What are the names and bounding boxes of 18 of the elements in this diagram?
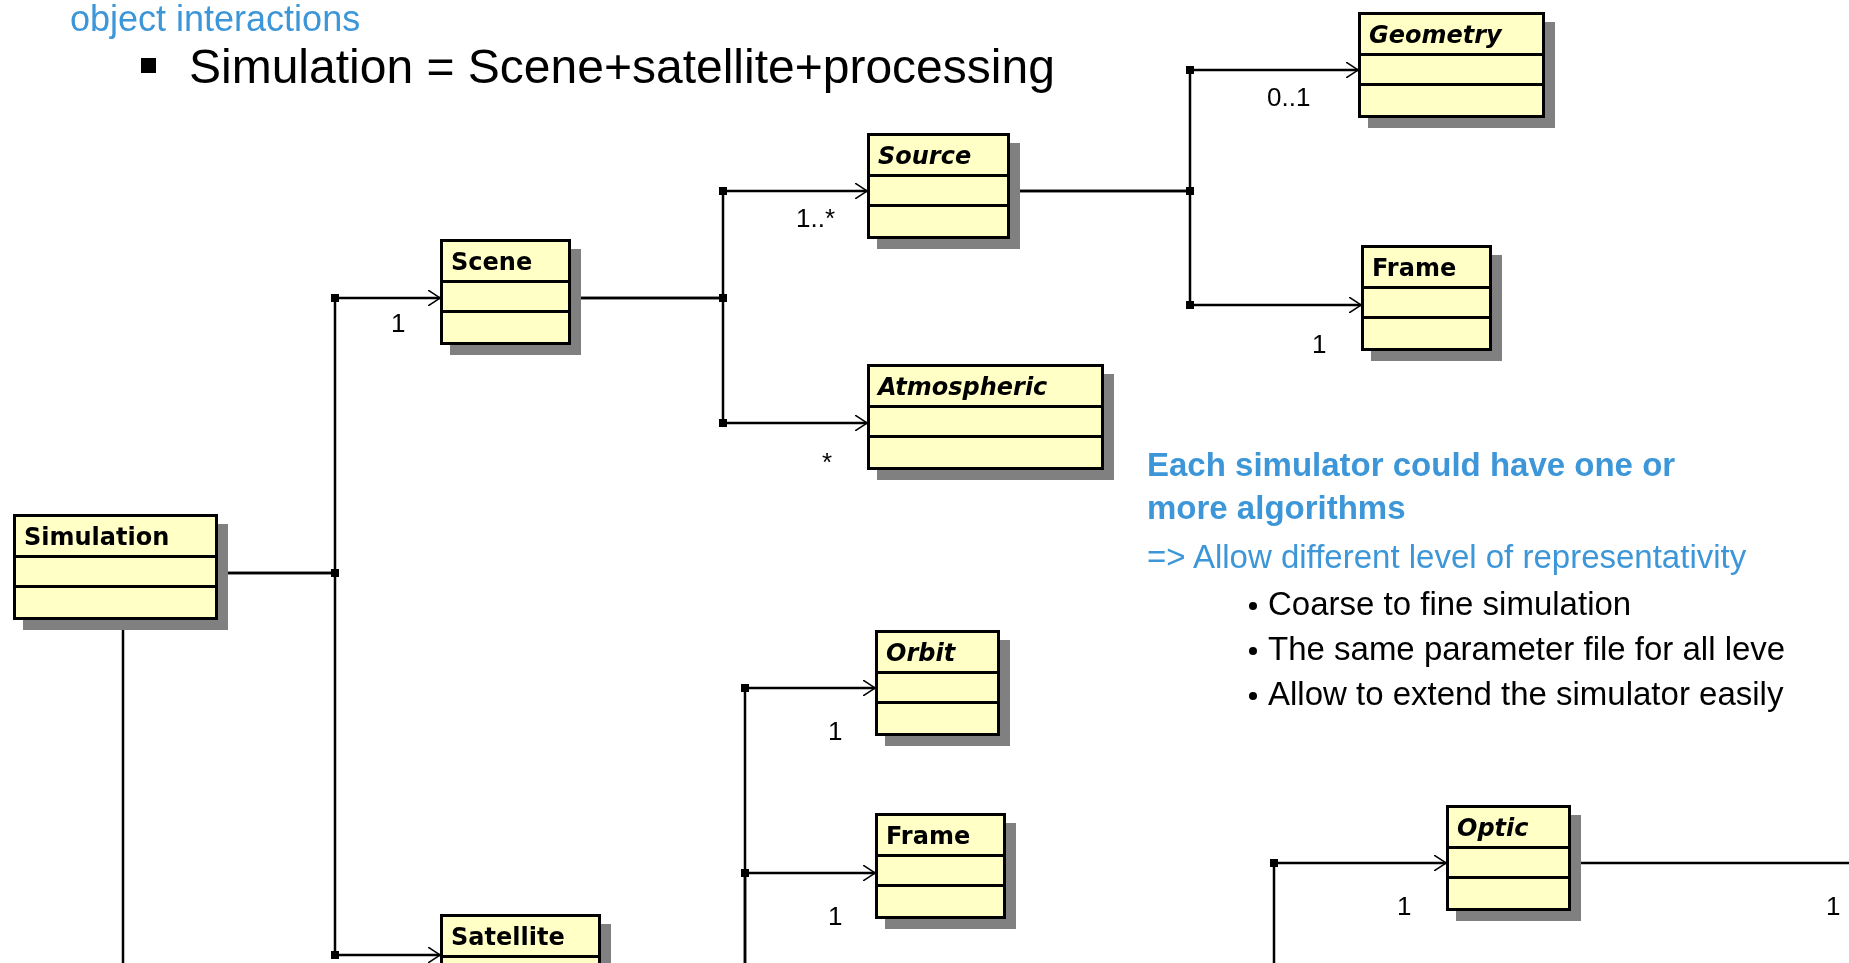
class-name: Frame: [885, 821, 972, 852]
class-name: Orbit: [885, 638, 957, 669]
slide-title: object interactions: [70, 0, 361, 40]
class-name: Optic: [1456, 813, 1530, 844]
class-name: Frame: [1371, 253, 1458, 284]
class-name: Geometry: [1368, 20, 1504, 51]
class-name: Atmospheric: [875, 372, 1049, 403]
bullet-point: Simulation = Scene+satellite+processing: [189, 39, 1055, 95]
bullet-point: The same parameter file for all leve: [1268, 629, 1786, 669]
class-name: Simulation: [23, 522, 171, 553]
class-name: Satellite: [450, 922, 566, 953]
bullet-point: Allow to extend the simulator easily: [1268, 674, 1784, 714]
note-text: => Allow different level of representativity: [1147, 537, 1747, 577]
note-heading: Each simulator could have one or more algorithms: [1147, 445, 1677, 528]
class-name: Scene: [450, 247, 534, 278]
class-name: Source: [877, 141, 973, 172]
association-line: [1272, 854, 1447, 963]
bullet-point: Coarse to fine simulation: [1268, 584, 1632, 624]
